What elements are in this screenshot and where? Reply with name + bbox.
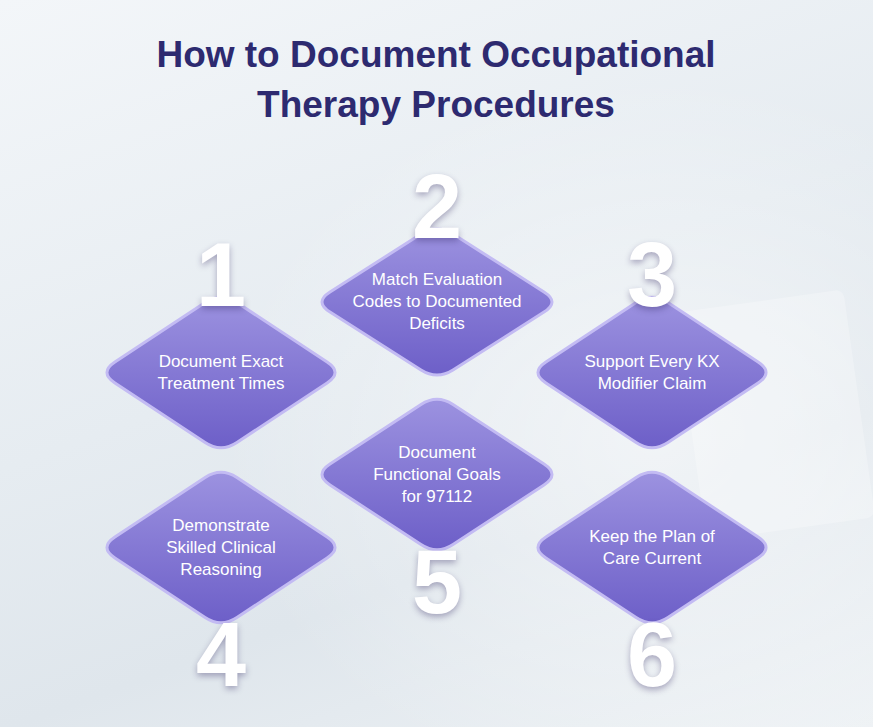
decision-diamond: 4Demonstrate Skilled Clinical Reasoning (97, 465, 345, 630)
step-label: Document Functional Goals for 97112 (362, 442, 512, 508)
callout-number: 3 (528, 230, 776, 320)
label-wrap: Demonstrate Skilled Clinical Reasoning (97, 465, 345, 630)
label-wrap: Document Exact Treatment Times (97, 290, 345, 455)
decision-diamond: 6Keep the Plan of Care Current (528, 465, 776, 630)
callout-number: 6 (528, 610, 776, 700)
callout-number: 2 (312, 162, 562, 252)
diamond-shape (107, 472, 335, 623)
step-label: Keep the Plan of Care Current (572, 526, 732, 570)
label-wrap: Document Functional Goals for 97112 (312, 392, 562, 557)
decision-diamond: 1Document Exact Treatment Times (97, 290, 345, 455)
diagram-title: How to Document Occupational Therapy Pro… (126, 30, 746, 130)
callout-number: 5 (312, 537, 562, 627)
step-label: Support Every KX Modifier Claim (567, 351, 737, 395)
label-wrap: Keep the Plan of Care Current (528, 465, 776, 630)
diamond-shape (538, 472, 766, 623)
label-wrap: Support Every KX Modifier Claim (528, 290, 776, 455)
step-label: Document Exact Treatment Times (141, 351, 301, 395)
callout-number: 1 (97, 230, 345, 320)
callout-number: 4 (97, 610, 345, 700)
step-label: Match Evaluation Codes to Documented Def… (347, 269, 527, 335)
label-wrap: Match Evaluation Codes to Documented Def… (312, 222, 562, 382)
decision-diamond: 5Document Functional Goals for 97112 (312, 392, 562, 557)
diamond-outline (528, 465, 776, 630)
diamond-shape (322, 399, 552, 550)
decision-diamond: 2Match Evaluation Codes to Documented De… (312, 222, 562, 382)
step-label: Demonstrate Skilled Clinical Reasoning (146, 515, 296, 581)
decision-diamond: 3Support Every KX Modifier Claim (528, 290, 776, 455)
